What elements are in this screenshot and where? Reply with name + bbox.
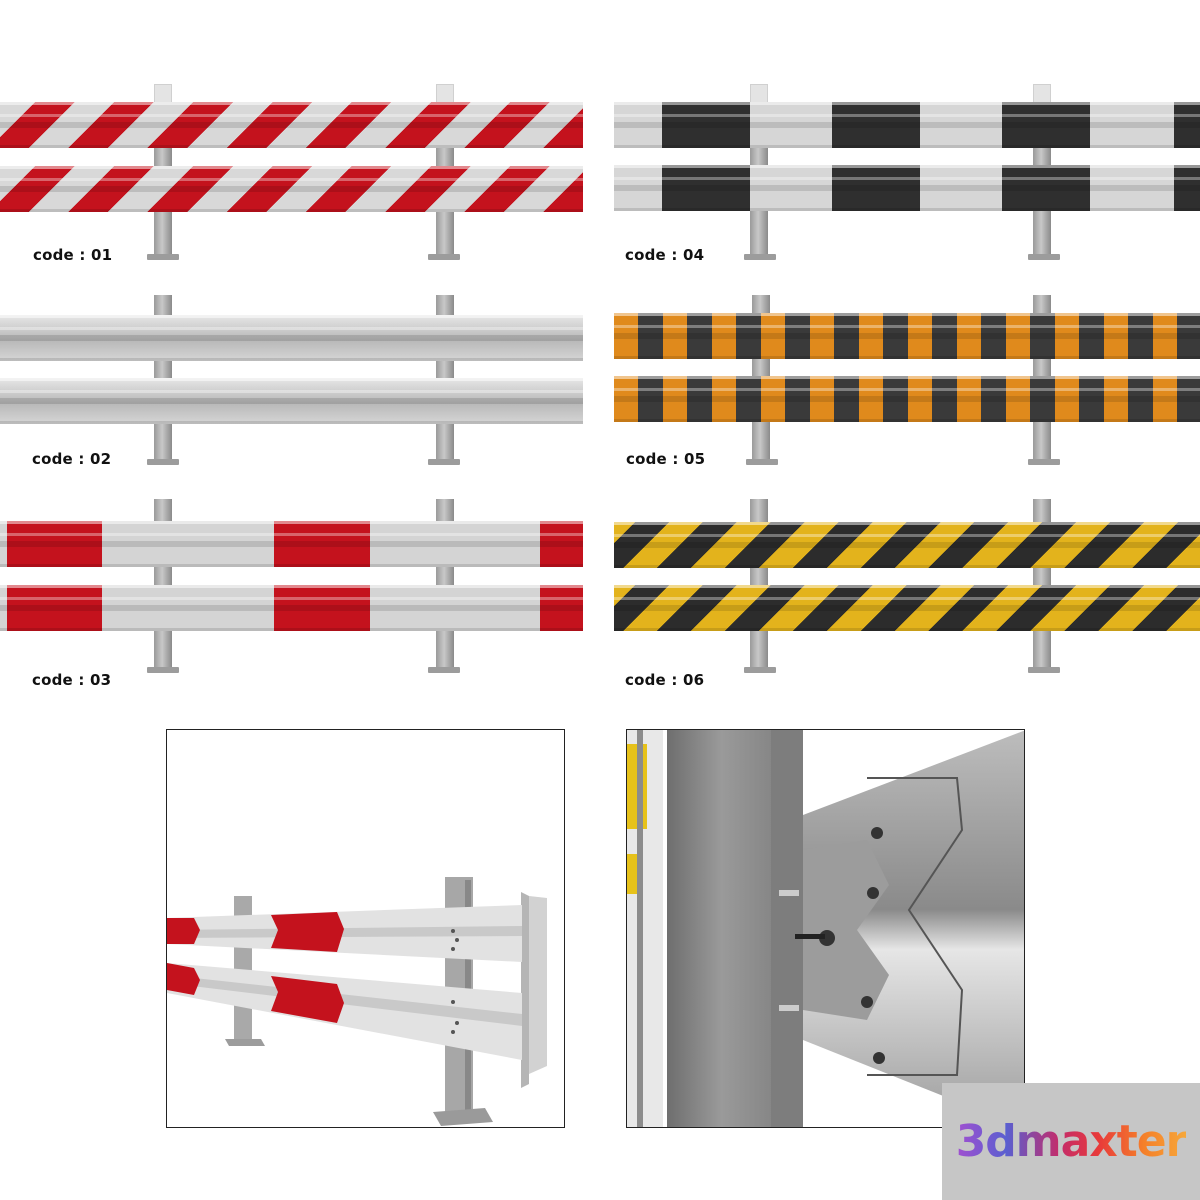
variant-06: code : 06 <box>600 495 1200 695</box>
guardrail-beam-top <box>0 521 583 567</box>
guardrail-beam-bottom <box>614 165 1200 211</box>
post-cap <box>1033 84 1051 104</box>
perspective-guardrail-illustration <box>167 877 547 1126</box>
post-base <box>1028 254 1060 260</box>
variant-01: code : 01 <box>0 80 590 270</box>
post-base <box>744 254 776 260</box>
post-base <box>1028 459 1060 465</box>
post-base <box>428 459 460 465</box>
post-base <box>428 254 460 260</box>
guardrail-beam-bottom <box>0 378 583 424</box>
guardrail-beam-bottom <box>614 585 1200 631</box>
variant-02: code : 02 <box>0 285 590 475</box>
watermark-text: 3dmaxter <box>955 1116 1188 1167</box>
post-base <box>147 254 179 260</box>
closeup-connection-panel <box>626 729 1025 1128</box>
variant-05: code : 05 <box>600 285 1200 475</box>
post-base <box>428 667 460 673</box>
guardrail-beam-top <box>0 315 583 361</box>
code-label: code : 02 <box>32 450 112 468</box>
watermark-logo: 3dmaxter <box>942 1083 1200 1200</box>
guardrail-beam-top <box>614 313 1200 359</box>
guardrail-beam-bottom <box>0 166 583 212</box>
post-cap <box>436 84 454 104</box>
variant-04: code : 04 <box>600 80 1200 270</box>
code-label: code : 05 <box>626 450 706 468</box>
code-label: code : 04 <box>625 246 705 264</box>
guardrail-beam-top <box>614 522 1200 568</box>
code-label: code : 01 <box>33 246 113 264</box>
bolted-connection-illustration <box>627 730 1024 1127</box>
guardrail-beam-top <box>0 102 583 148</box>
variant-03: code : 03 <box>0 495 590 695</box>
perspective-view-panel <box>166 729 565 1128</box>
code-label: code : 06 <box>625 671 705 689</box>
post-base <box>1028 667 1060 673</box>
post-base <box>746 459 778 465</box>
post-base <box>744 667 776 673</box>
guardrail-beam-bottom <box>0 585 583 631</box>
post-base <box>147 667 179 673</box>
code-label: code : 03 <box>32 671 112 689</box>
guardrail-beam-top <box>614 102 1200 148</box>
guardrail-beam-bottom <box>614 376 1200 422</box>
post-cap <box>154 84 172 104</box>
post-base <box>147 459 179 465</box>
post-cap <box>750 84 768 104</box>
